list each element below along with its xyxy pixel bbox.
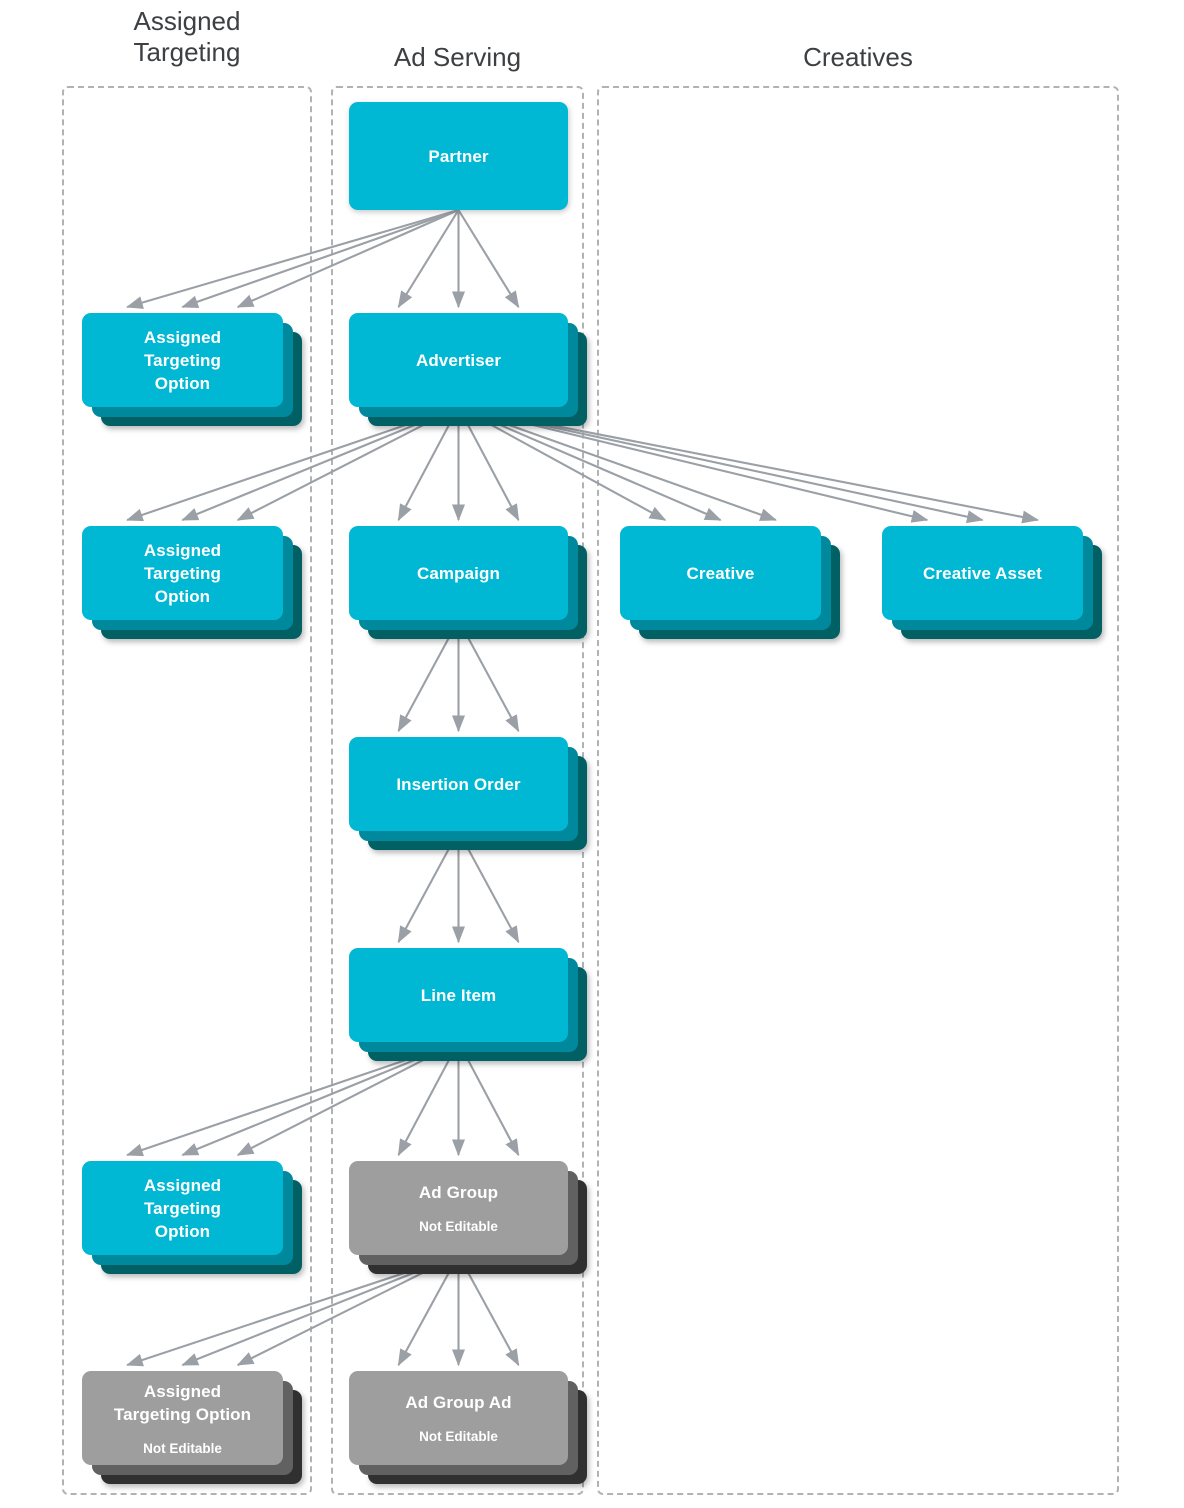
node-assigned-targeting-option-advertiser-label: Assigned Targeting Option <box>143 540 222 606</box>
node-assigned-targeting-option-advertiser[interactable]: Assigned Targeting Option <box>82 526 302 639</box>
column-title-creatives: Creatives <box>803 42 913 72</box>
node-partner-label: Partner <box>428 146 489 166</box>
connector-partner-to-ato-partner <box>236 209 459 308</box>
node-creative-asset[interactable]: Creative Asset <box>882 526 1102 639</box>
node-assigned-targeting-option-ad-group[interactable]: Assigned Targeting Option Not Editable <box>82 1371 302 1484</box>
node-ad-group-ad-label: Ad Group Ad <box>405 1393 512 1412</box>
connector-partner-to-advertiser <box>457 209 520 309</box>
node-advertiser-label: Advertiser <box>415 350 502 370</box>
node-advertiser[interactable]: Advertiser <box>349 313 587 426</box>
node-ad-group[interactable]: Ad Group Not Editable <box>349 1161 587 1274</box>
node-assigned-targeting-option-partner[interactable]: Assigned Targeting Option <box>82 313 302 426</box>
node-assigned-targeting-option-partner-label: Assigned Targeting Option <box>143 327 222 393</box>
node-creative-label: Creative <box>686 563 755 583</box>
column-title-assigned-targeting: Assigned Targeting <box>133 6 241 67</box>
group-container-assigned-targeting <box>62 86 312 1495</box>
group-container-creatives <box>597 86 1119 1495</box>
node-line-item-label: Line Item <box>420 985 497 1005</box>
node-assigned-targeting-option-ad-group-label: Assigned Targeting Option <box>113 1381 252 1424</box>
node-assigned-targeting-option-line-item-label: Assigned Targeting Option <box>143 1175 222 1241</box>
node-ad-group-ad-note: Not Editable <box>419 1429 498 1444</box>
connector-partner-to-ato-partner <box>181 209 459 308</box>
node-creative[interactable]: Creative <box>620 526 840 639</box>
node-partner[interactable]: Partner <box>349 102 568 210</box>
node-insertion-order-label: Insertion Order <box>396 774 521 794</box>
node-ad-group-ad[interactable]: Ad Group Ad Not Editable <box>349 1371 587 1484</box>
node-ad-group-label: Ad Group <box>418 1183 499 1202</box>
node-line-item[interactable]: Line Item <box>349 948 587 1061</box>
node-assigned-targeting-option-line-item[interactable]: Assigned Targeting Option <box>82 1161 302 1274</box>
node-campaign[interactable]: Campaign <box>349 526 587 639</box>
node-assigned-targeting-option-ad-group-note: Not Editable <box>143 1440 222 1456</box>
node-insertion-order[interactable]: Insertion Order <box>349 737 587 850</box>
node-creative-asset-label: Creative Asset <box>923 563 1042 583</box>
column-title-ad-serving: Ad Serving <box>393 42 522 72</box>
node-ad-group-note: Not Editable <box>419 1219 498 1234</box>
node-campaign-label: Campaign <box>417 563 500 583</box>
connector-partner-to-advertiser <box>397 209 460 309</box>
connector-partner-to-ato-partner <box>126 208 459 309</box>
